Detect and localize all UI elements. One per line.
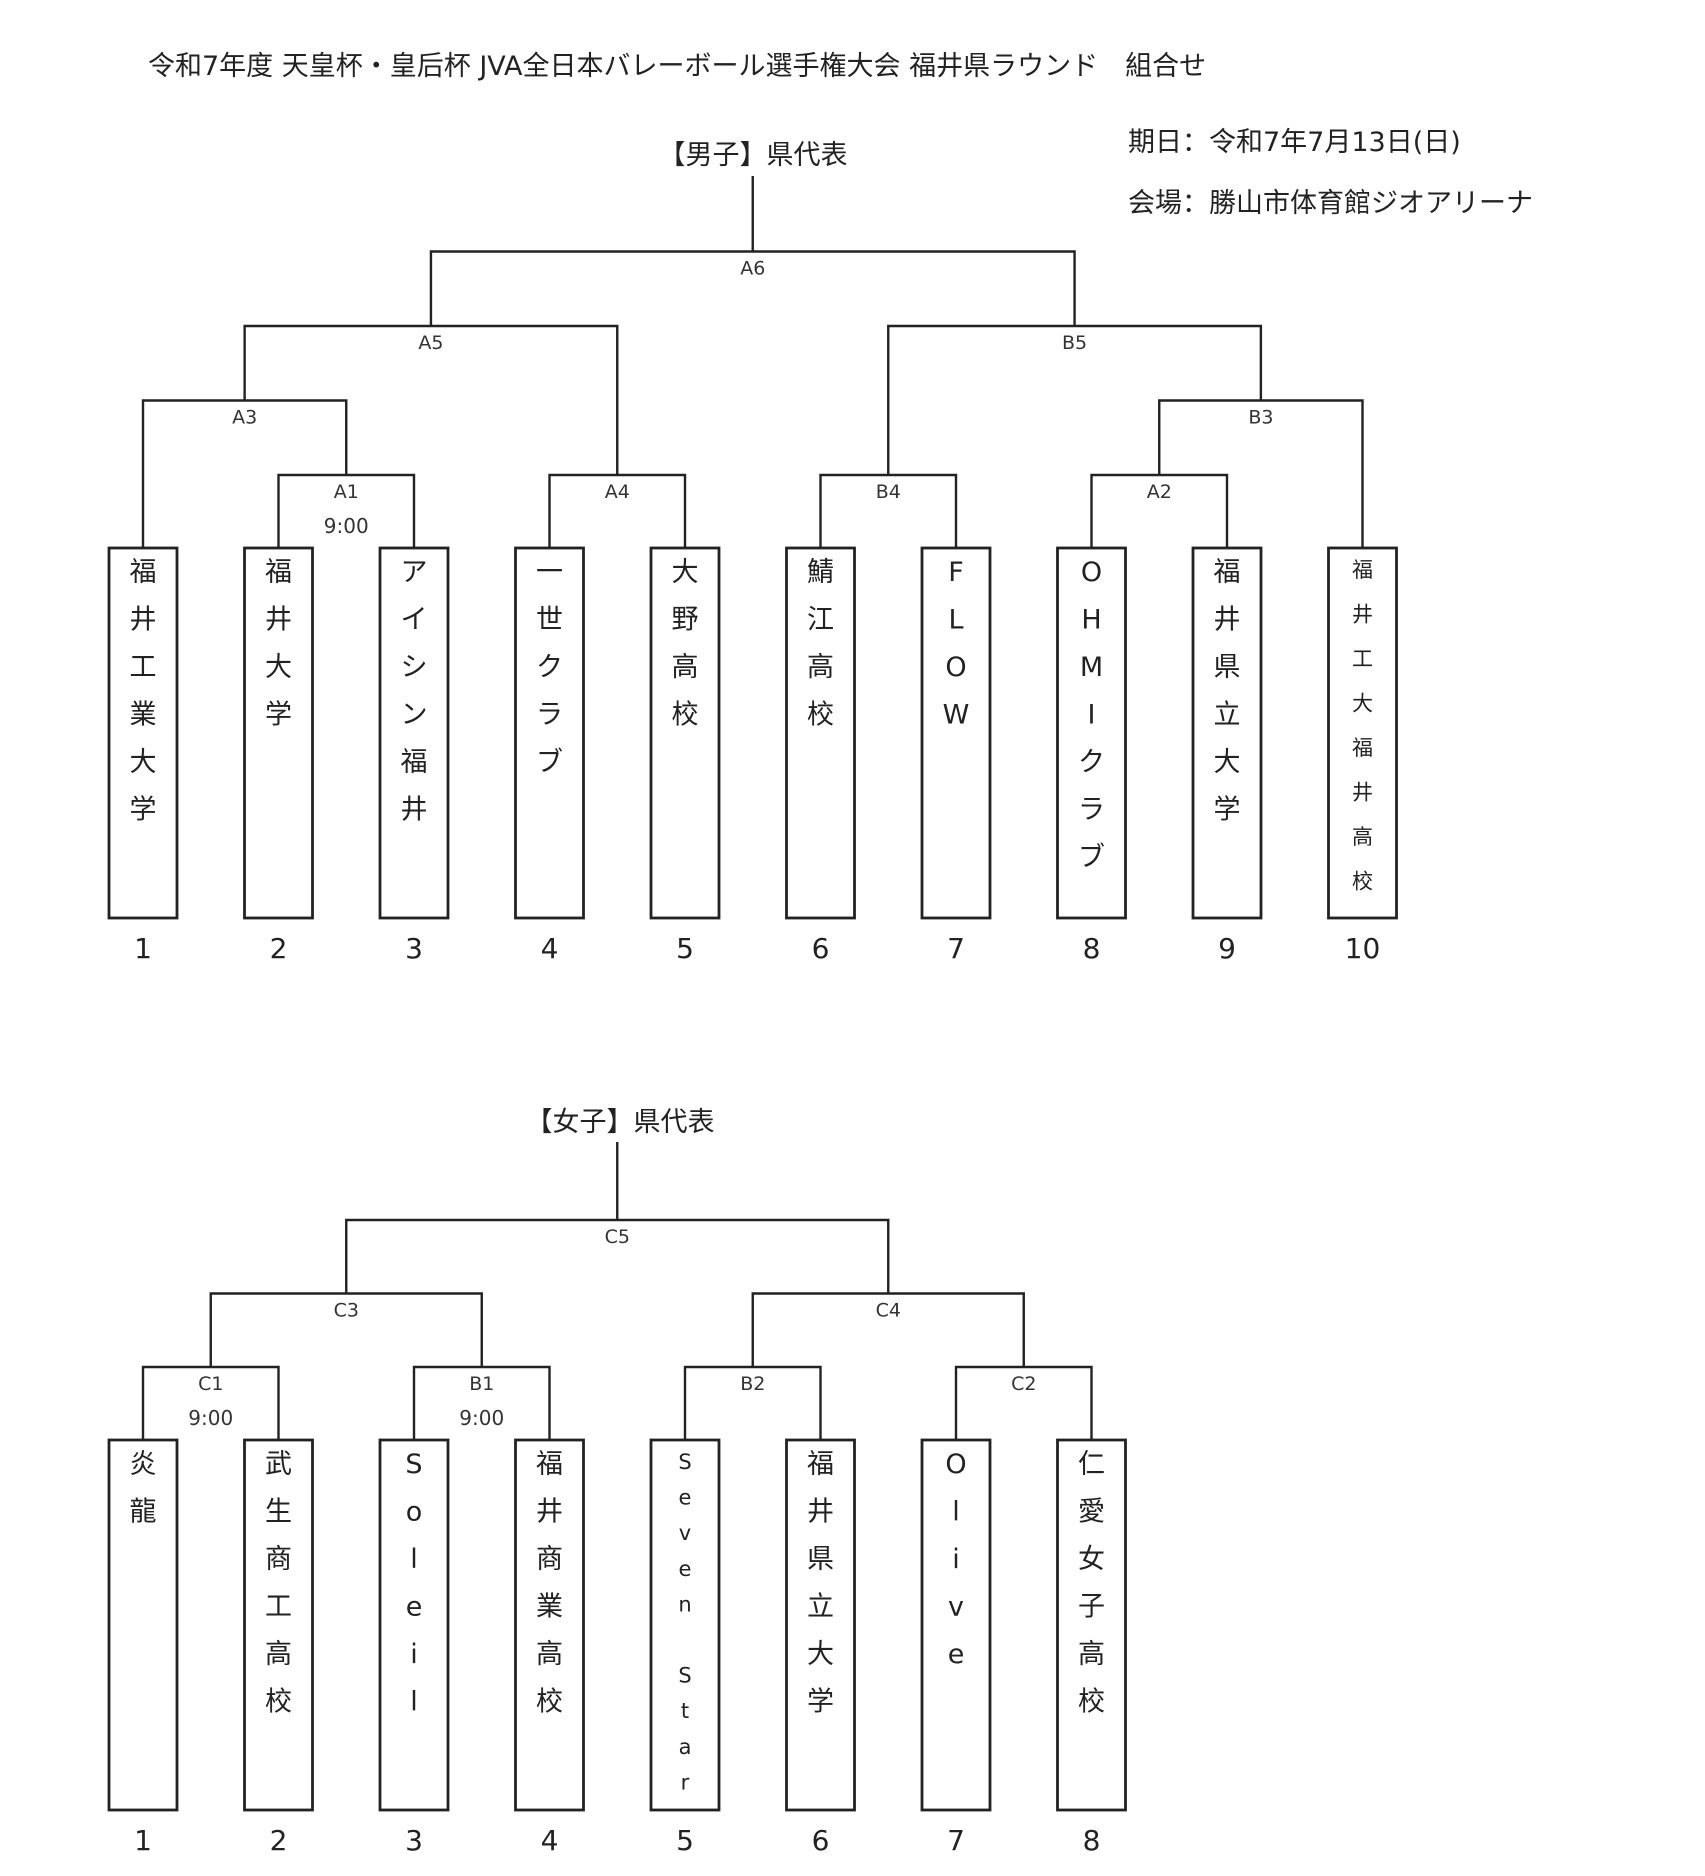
match-B4-label: B4 — [876, 481, 901, 503]
team-seed-number: 7 — [947, 1824, 965, 1857]
match-B2-label: B2 — [740, 1373, 765, 1395]
team-box — [514, 1438, 585, 1812]
team-entry: 炎龍 1 — [107, 1438, 179, 1857]
team-box — [1056, 546, 1127, 920]
women-bracket-title: 【女子】県代表 — [525, 1107, 715, 1138]
team-entry: 福井大学 2 — [243, 546, 314, 965]
team-box — [514, 546, 585, 920]
team-seed-number: 4 — [541, 932, 559, 965]
team-seed-number: 6 — [812, 932, 830, 965]
match-C3-label: C3 — [334, 1300, 359, 1322]
team-name: 福井大学 — [265, 557, 292, 731]
team-box — [920, 1438, 992, 1812]
team-name: 福井県立大学 — [807, 1449, 834, 1718]
men-bracket-title: 【男子】県代表 — [658, 140, 848, 171]
team-name: 福井商業高校 — [536, 1449, 563, 1718]
team-name: 武生商工高校 — [265, 1449, 292, 1718]
team-seed-number: 1 — [134, 1824, 152, 1857]
match-C2-label: C2 — [1011, 1373, 1036, 1395]
team-seed-number: 5 — [676, 932, 694, 965]
team-entry: 武生商工高校 2 — [243, 1438, 314, 1857]
team-seed-number: 3 — [405, 1824, 423, 1857]
team-box — [649, 1438, 721, 1812]
team-seed-number: 2 — [270, 932, 288, 965]
match-A2-label: A2 — [1147, 481, 1172, 503]
team-seed-number: 8 — [1083, 932, 1101, 965]
team-box — [243, 546, 314, 920]
match-A5-label: A5 — [418, 332, 443, 354]
team-seed-number: 9 — [1218, 932, 1236, 965]
team-name: 一世クラブ — [536, 557, 563, 778]
team-seed-number: 10 — [1345, 932, 1381, 965]
team-entry: 一世クラブ 4 — [514, 546, 585, 965]
team-entry: 福井県立大学 9 — [1191, 546, 1263, 965]
match-A1-time: 9:00 — [324, 514, 369, 538]
match-B3-label: B3 — [1248, 407, 1273, 429]
match-B5-label: B5 — [1062, 332, 1087, 354]
team-name: 炎龍 — [130, 1449, 157, 1528]
match-C1-label: C1 — [198, 1373, 223, 1395]
team-name: 大野高校 — [672, 557, 699, 731]
match-C4-label: C4 — [876, 1300, 901, 1322]
team-entry: 福井県立大学 6 — [785, 1438, 856, 1857]
team-box — [1191, 546, 1263, 920]
team-name: 福井工業大学 — [130, 557, 157, 826]
team-entry: 福井工大福井高校 10 — [1327, 546, 1398, 965]
team-entry: アイシン福井 3 — [378, 546, 450, 965]
match-A1-label: A1 — [334, 481, 359, 503]
team-box — [1056, 1438, 1127, 1812]
event-date: 期日：令和7年7月13日(日) — [1128, 127, 1461, 158]
team-seed-number: 5 — [676, 1824, 694, 1857]
team-entry: 仁愛女子高校 8 — [1056, 1438, 1127, 1857]
team-entry: 大野高校 5 — [649, 546, 721, 965]
team-seed-number: 7 — [947, 932, 965, 965]
page-title: 令和7年度 天皇杯・皇后杯 JVA全日本バレーボール選手権大会 福井県ラウンド … — [148, 51, 1207, 82]
team-name: アイシン福井 — [401, 557, 428, 826]
team-box — [107, 546, 179, 920]
match-B1-label: B1 — [469, 1373, 494, 1395]
team-box — [785, 546, 856, 920]
match-A3-label: A3 — [232, 407, 257, 429]
match-C5-label: C5 — [605, 1226, 630, 1248]
team-box — [785, 1438, 856, 1812]
team-name: 福井工大福井高校 — [1352, 558, 1373, 894]
team-seed-number: 3 — [405, 932, 423, 965]
match-A6-label: A6 — [740, 258, 765, 280]
team-box — [920, 546, 992, 920]
team-seed-number: 4 — [541, 1824, 559, 1857]
team-name: 福井県立大学 — [1214, 557, 1241, 826]
event-venue: 会場：勝山市体育館ジオアリーナ — [1128, 188, 1533, 219]
match-A4-label: A4 — [605, 481, 630, 503]
team-seed-number: 1 — [134, 932, 152, 965]
team-box — [649, 546, 721, 920]
team-box — [378, 1438, 450, 1812]
team-box — [378, 546, 450, 920]
team-name: 仁愛女子高校 — [1078, 1449, 1105, 1718]
team-box — [107, 1438, 179, 1812]
team-entry: 福井工業大学 1 — [107, 546, 179, 965]
team-seed-number: 8 — [1083, 1824, 1101, 1857]
match-C1-time: 9:00 — [188, 1406, 233, 1430]
team-box — [1327, 546, 1398, 920]
team-box — [243, 1438, 314, 1812]
team-entry: 鯖江高校 6 — [785, 546, 856, 965]
team-name: 鯖江高校 — [807, 557, 834, 731]
team-seed-number: 2 — [270, 1824, 288, 1857]
team-seed-number: 6 — [812, 1824, 830, 1857]
match-B1-time: 9:00 — [459, 1406, 504, 1430]
team-entry: 福井商業高校 4 — [514, 1438, 585, 1857]
